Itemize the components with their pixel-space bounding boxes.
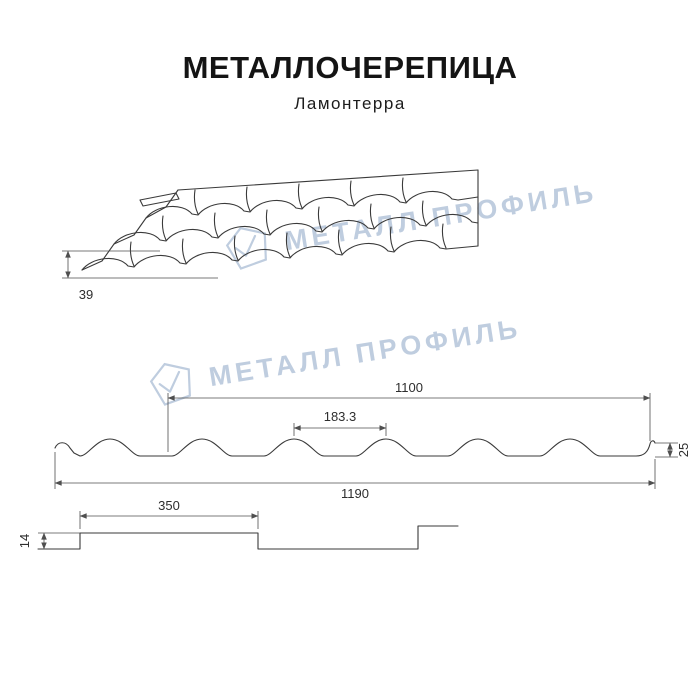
step-profile-line xyxy=(37,525,459,550)
dim-1100-extension-lines xyxy=(167,393,651,452)
tile-row-2 xyxy=(113,214,479,245)
dim-183-label: 183.3 xyxy=(324,409,357,424)
page-subtitle: Ламонтерра xyxy=(294,94,406,113)
sheet-mount-tab xyxy=(139,192,180,207)
dim-39: 39 xyxy=(62,250,218,302)
dim-14-label: 14 xyxy=(17,534,32,548)
dim-39-label: 39 xyxy=(79,287,93,302)
dim-25-extension-lines xyxy=(655,442,678,458)
dim-350-extension-lines xyxy=(79,511,259,529)
profile-curve xyxy=(54,438,656,457)
wave-crest-lines-band-2 xyxy=(161,200,427,241)
dim-14: 14 xyxy=(17,532,80,550)
perspective-view: 39 xyxy=(62,169,479,302)
dim-183-extension-lines xyxy=(293,423,387,436)
dim-1190-extension-lines xyxy=(54,452,656,489)
tile-row-3 xyxy=(81,240,479,271)
page-title: МЕТАЛЛОЧЕРЕПИЦА xyxy=(182,50,518,85)
dim-1190: 1190 xyxy=(54,452,656,501)
sheet-top-edge xyxy=(177,169,479,191)
dim-1100-label: 1100 xyxy=(395,380,423,395)
dim-1190-label: 1190 xyxy=(341,486,369,501)
header: МЕТАЛЛОЧЕРЕПИЦА Ламонтерра xyxy=(0,50,700,114)
metall-profil-logo-icon xyxy=(225,226,267,270)
step-profile-view: 14 350 xyxy=(17,498,459,550)
sheet-left-stepped-edge xyxy=(81,189,179,271)
cross-section-profile: 1100 183.3 25 1190 xyxy=(54,380,691,501)
dim-350: 350 xyxy=(79,498,259,529)
dim-39-extension-lines xyxy=(62,250,218,279)
dim-25: 25 xyxy=(655,442,691,458)
dim-1100: 1100 xyxy=(167,380,651,452)
wave-crest-lines-band-3 xyxy=(129,223,447,267)
dim-350-label: 350 xyxy=(158,498,180,513)
watermark-upper: МЕТАЛЛ ПРОФИЛЬ xyxy=(220,169,600,273)
tile-row-1 xyxy=(145,191,479,219)
dim-25-label: 25 xyxy=(676,443,691,457)
wave-crest-lines-band-1 xyxy=(193,177,407,215)
dim-183: 183.3 xyxy=(293,409,387,436)
